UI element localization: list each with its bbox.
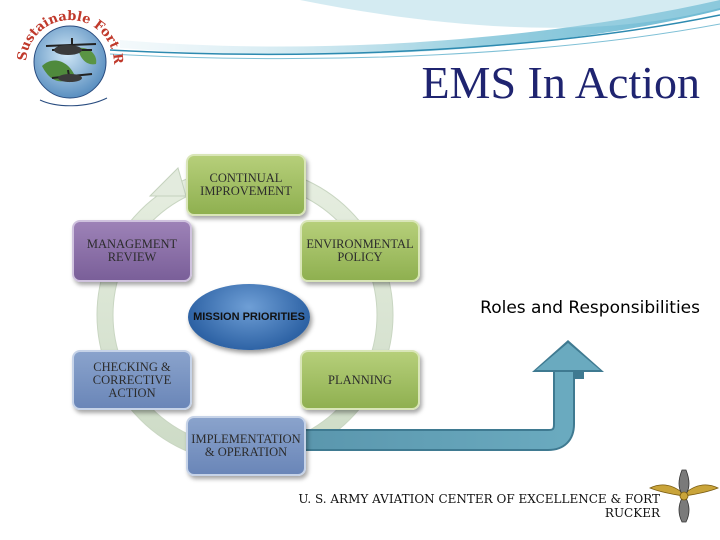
upward-elbow-arrow-icon bbox=[300, 340, 604, 451]
step-planning: PLANNING bbox=[300, 350, 420, 410]
cycle-arrowhead-icon bbox=[148, 167, 187, 197]
header-swoosh bbox=[109, 0, 720, 60]
roles-responsibilities-label: Roles and Responsibilities bbox=[480, 298, 700, 318]
step-implementation-operation: IMPLEMENTATION & OPERATION bbox=[186, 416, 306, 476]
step-management-review: MANAGEMENT REVIEW bbox=[72, 220, 192, 282]
footer-text: U. S. ARMY AVIATION CENTER OF EXCELLENCE… bbox=[298, 492, 660, 520]
sustainable-fort-rucker-logo: Sustainable Fort Rucker bbox=[12, 4, 125, 107]
step-continual-improvement: CONTINUAL IMPROVEMENT bbox=[186, 154, 306, 216]
slide-title: EMS In Action bbox=[421, 57, 700, 108]
step-checking-corrective-action: CHECKING & CORRECTIVE ACTION bbox=[72, 350, 192, 410]
mission-priorities-hub: MISSION PRIORITIES bbox=[188, 284, 310, 350]
step-environmental-policy: ENVIRONMENTAL POLICY bbox=[300, 220, 420, 282]
aviation-branch-insignia-icon bbox=[649, 469, 719, 523]
